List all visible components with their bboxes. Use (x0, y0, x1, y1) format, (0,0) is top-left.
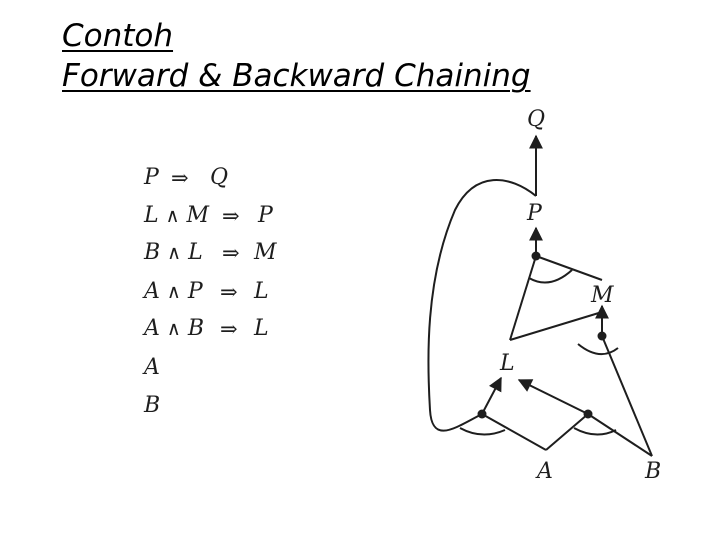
fact-b: B (144, 393, 160, 419)
rule-5-and: ∧ (166, 318, 181, 340)
title-line-1: Contoh (62, 18, 174, 54)
junction-bl (597, 331, 607, 341)
fact-a-symbol: A (144, 355, 160, 380)
junction-ab (583, 409, 593, 419)
rule-2: L ∧ M ⇒ P (144, 203, 273, 229)
slide-title: Contoh Forward & Backward Chaining (62, 16, 531, 96)
rule-1-implies: ⇒ (171, 166, 189, 190)
rule-5: A ∧ B ⇒ L (144, 316, 269, 342)
and-arc-bl (577, 343, 619, 355)
edge-b-to-bl-junction (601, 335, 653, 457)
node-p: P (526, 201, 543, 226)
rule-3-premise-1: B (144, 240, 161, 265)
edge-l-to-m-connector (509, 311, 603, 341)
rule-3-conclusion: M (254, 240, 277, 265)
rule-5-premise-2: B (187, 316, 204, 341)
rule-3-and: ∧ (167, 242, 182, 264)
junction-ap (477, 409, 487, 419)
rule-2-and: ∧ (165, 205, 180, 227)
rule-4-conclusion: L (254, 279, 269, 304)
edge-ap-loop-to-q (427, 179, 537, 432)
edge-b-to-ab-junction (587, 413, 653, 457)
rule-3: B ∧ L ⇒ M (144, 240, 277, 266)
node-m: M (590, 283, 614, 308)
and-arc-ab (573, 427, 617, 436)
edge-ap-to-l (481, 376, 502, 415)
rule-4-premise-2: P (187, 279, 203, 304)
rule-4-premise-1: A (144, 279, 160, 304)
and-arc-ap (459, 427, 506, 436)
rule-2-premise-2: M (186, 203, 210, 228)
rule-5-conclusion: L (254, 316, 269, 341)
junction-lm (531, 251, 541, 261)
node-l: L (499, 351, 515, 376)
rule-4-and: ∧ (166, 281, 181, 303)
rule-3-implies: ⇒ (222, 241, 240, 265)
rule-4-implies: ⇒ (220, 280, 238, 304)
rule-5-implies: ⇒ (220, 317, 238, 341)
edge-ab-to-l (517, 379, 589, 415)
edge-l-to-lm-junction (509, 255, 537, 341)
rule-1-premise-1: P (144, 165, 159, 190)
rule-3-premise-2: L (188, 240, 203, 265)
fact-a: A (144, 355, 160, 381)
edge-m-to-lm-junction (535, 255, 603, 281)
title-line-2: Forward & Backward Chaining (62, 58, 531, 94)
rule-1-conclusion: Q (210, 165, 229, 190)
rule-2-conclusion: P (258, 203, 273, 228)
node-q: Q (527, 107, 545, 132)
and-arc-lm (528, 269, 573, 284)
node-a: A (535, 459, 553, 484)
rule-4: A ∧ P ⇒ L (144, 279, 269, 305)
rule-5-premise-1: A (144, 316, 160, 341)
edge-a-to-ap-junction (481, 413, 547, 451)
fact-b-symbol: B (144, 393, 161, 418)
node-b: B (644, 459, 661, 484)
rule-2-premise-1: L (144, 203, 159, 228)
edge-a-to-ab-junction (545, 413, 589, 451)
rule-1: P ⇒ Q (144, 165, 228, 191)
rule-2-implies: ⇒ (222, 204, 240, 228)
